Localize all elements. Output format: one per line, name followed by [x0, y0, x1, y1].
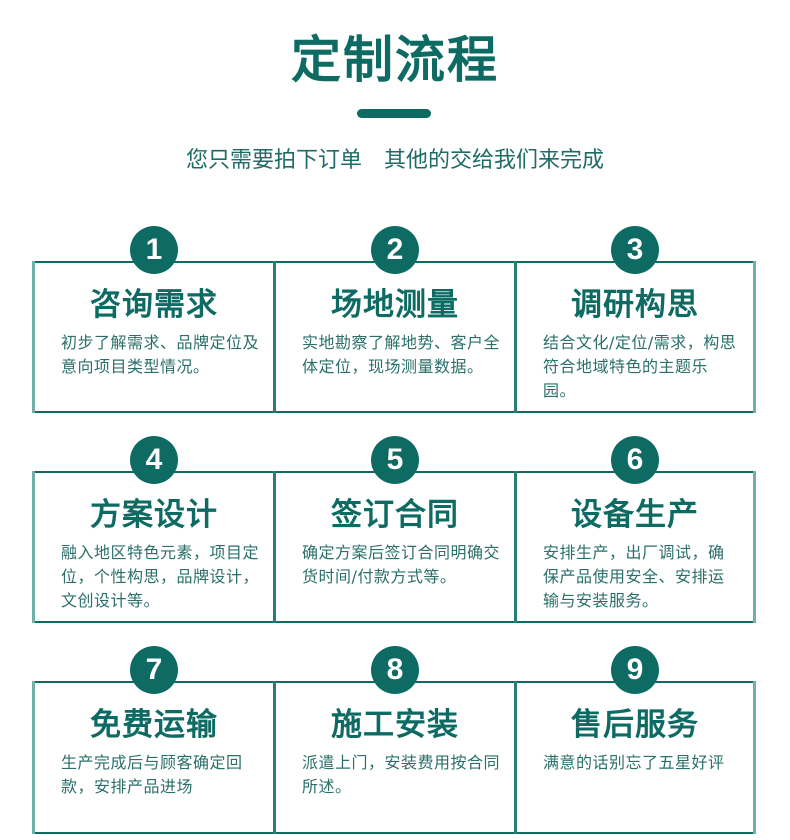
step-number-badge: 5 [371, 436, 419, 484]
step-number-badge: 1 [130, 226, 178, 274]
step-description: 安排生产，出厂调试，确保产品使用安全、安排运输与安装服务。 [543, 543, 725, 610]
step-number-badge: 7 [130, 646, 178, 694]
process-row-2: 4 方案设计 融入地区特色元素，项目定位，个性构思，品牌设计，文创设计等。 5 … [32, 436, 756, 623]
step-description: 生产完成后与顾客确定回款，安排产品进场 [61, 753, 243, 796]
step-description: 结合文化/定位/需求，构思符合地域特色的主题乐园。 [543, 333, 737, 400]
step-card-1: 1 咨询需求 初步了解需求、品牌定位及意向项目类型情况。 [32, 226, 273, 413]
process-row-1: 1 咨询需求 初步了解需求、品牌定位及意向项目类型情况。 2 场地测量 实地勘察… [32, 226, 756, 413]
page-title: 定制流程 [291, 31, 499, 89]
step-card-6: 6 设备生产 安排生产，出厂调试，确保产品使用安全、安排运输与安装服务。 [514, 436, 756, 623]
step-title: 调研构思 [571, 287, 699, 323]
step-title: 场地测量 [331, 287, 459, 323]
step-description: 融入地区特色元素，项目定位，个性构思，品牌设计，文创设计等。 [61, 543, 260, 610]
step-number-badge: 8 [371, 646, 419, 694]
step-card-7: 7 免费运输 生产完成后与顾客确定回款，安排产品进场 [32, 646, 273, 834]
step-title: 免费运输 [90, 707, 218, 743]
page-subtitle: 您只需要拍下订单 其他的交给我们来完成 [185, 148, 604, 173]
step-number-badge: 6 [611, 436, 659, 484]
step-description: 实地勘察了解地势、客户全体定位，现场测量数据。 [302, 333, 501, 376]
step-card-9: 9 售后服务 满意的话别忘了五星好评 [514, 646, 756, 834]
step-number-badge: 4 [130, 436, 178, 484]
step-card-5: 5 签订合同 确定方案后签订合同明确交货时间/付款方式等。 [273, 436, 514, 623]
step-description: 派遣上门，安装费用按合同所述。 [302, 753, 501, 796]
process-row-3: 7 免费运输 生产完成后与顾客确定回款，安排产品进场 8 施工安装 派遣上门，安… [32, 646, 756, 834]
step-card-2: 2 场地测量 实地勘察了解地势、客户全体定位，现场测量数据。 [273, 226, 514, 413]
step-title: 售后服务 [571, 707, 699, 743]
step-card-4: 4 方案设计 融入地区特色元素，项目定位，个性构思，品牌设计，文创设计等。 [32, 436, 273, 623]
step-description: 满意的话别忘了五星好评 [543, 753, 725, 772]
title-underline-divider [357, 109, 431, 118]
step-title: 设备生产 [571, 497, 699, 533]
step-title: 方案设计 [90, 497, 218, 533]
step-card-3: 3 调研构思 结合文化/定位/需求，构思符合地域特色的主题乐园。 [514, 226, 756, 413]
step-title: 签订合同 [331, 497, 459, 533]
step-number-badge: 9 [611, 646, 659, 694]
step-number-badge: 2 [371, 226, 419, 274]
step-description: 确定方案后签订合同明确交货时间/付款方式等。 [302, 543, 501, 586]
step-number-badge: 3 [611, 226, 659, 274]
step-card-8: 8 施工安装 派遣上门，安装费用按合同所述。 [273, 646, 514, 834]
step-title: 咨询需求 [90, 287, 218, 323]
step-title: 施工安装 [331, 707, 459, 743]
step-description: 初步了解需求、品牌定位及意向项目类型情况。 [61, 333, 260, 376]
